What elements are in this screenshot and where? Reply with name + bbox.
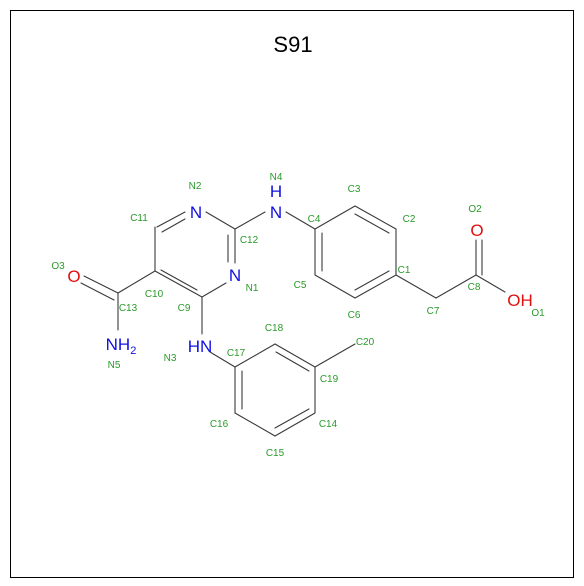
bond-c19-c20 <box>314 343 356 368</box>
bond-c11-n2 <box>156 211 186 228</box>
bond-c4-c3 <box>314 205 356 230</box>
bond-c7-c8 <box>435 274 477 299</box>
bond-c6-c5 <box>314 274 356 299</box>
index-c17: C17 <box>227 348 246 359</box>
atom-o1: OH <box>507 291 533 310</box>
index-c6: C6 <box>348 310 361 321</box>
heteroatom-labels: N H N N HN NH2 O O OH <box>67 182 532 357</box>
bond-c10-c13 <box>117 270 156 294</box>
bond-c12-n4 <box>234 211 266 230</box>
bond-n2-c12 <box>205 211 236 230</box>
index-c7: C7 <box>427 306 440 317</box>
bond-n3-c17 <box>209 351 236 368</box>
atom-index-labels: N2 N4 C3 C11 C4 C2 O2 C12 O3 N1 C1 C10 C… <box>51 172 545 459</box>
index-c10: C10 <box>145 289 164 300</box>
index-c16: C16 <box>210 419 229 430</box>
bond-c13-o3-double <box>80 282 115 301</box>
index-c20: C20 <box>356 337 375 348</box>
bonds <box>80 205 506 437</box>
index-c3: C3 <box>348 184 361 195</box>
bond-c8-o1 <box>475 274 506 293</box>
atom-n2: N <box>190 203 202 222</box>
bond-c11-n2-double <box>161 218 186 233</box>
index-c5: C5 <box>294 280 307 291</box>
bond-c1-c6-double <box>354 270 390 291</box>
index-c2: C2 <box>403 214 416 225</box>
atom-n4-h: H <box>270 182 282 201</box>
bond-c9-c10-double <box>160 269 198 291</box>
index-c4: C4 <box>308 214 321 225</box>
index-c11: C11 <box>130 213 148 224</box>
index-c14: C14 <box>319 419 338 430</box>
index-c1: C1 <box>398 265 411 276</box>
bond-c13-o3 <box>83 275 119 294</box>
atom-n5: NH2 <box>106 335 137 357</box>
index-n3: N3 <box>164 353 177 364</box>
bond-c17-c18 <box>234 343 276 368</box>
bond-c3-c2 <box>354 205 397 230</box>
index-c18: C18 <box>265 323 284 334</box>
index-o1: O1 <box>531 308 545 319</box>
index-o2: O2 <box>468 204 482 215</box>
atom-o2: O <box>470 221 483 240</box>
index-o3: O3 <box>51 261 65 272</box>
bond-c18-c19-double <box>275 351 310 372</box>
index-c19: C19 <box>320 374 339 385</box>
atom-n5-subscript: 2 <box>130 345 136 357</box>
diagram-frame <box>10 10 574 578</box>
index-n2: N2 <box>189 181 202 192</box>
bond-c18-c19 <box>274 343 316 368</box>
index-c9: C9 <box>178 303 191 314</box>
bond-n4-c4 <box>285 211 316 230</box>
bond-c14-c15 <box>274 412 316 437</box>
index-n1: N1 <box>246 283 259 294</box>
index-c12: C12 <box>240 235 259 246</box>
index-n5: N5 <box>108 360 121 371</box>
atom-n4: N <box>270 203 282 222</box>
bond-c9-c10 <box>154 270 203 298</box>
bond-c1-c7 <box>395 274 437 299</box>
atom-n3: HN <box>188 337 213 356</box>
bond-c3-c2-double <box>354 213 390 234</box>
bond-c14-c15-double <box>274 408 310 429</box>
index-n4: N4 <box>270 172 283 183</box>
atom-n5-main: NH <box>106 335 131 354</box>
atom-o3: O <box>67 267 80 286</box>
bond-c15-c16 <box>234 412 276 437</box>
atom-n1: N <box>229 266 241 285</box>
index-c15: C15 <box>266 448 285 459</box>
bond-c1-c6 <box>354 274 397 299</box>
index-c13: C13 <box>119 303 138 314</box>
molecule-title: S91 <box>273 32 312 57</box>
bond-n1-c9 <box>201 282 227 298</box>
index-c8: C8 <box>468 282 481 293</box>
